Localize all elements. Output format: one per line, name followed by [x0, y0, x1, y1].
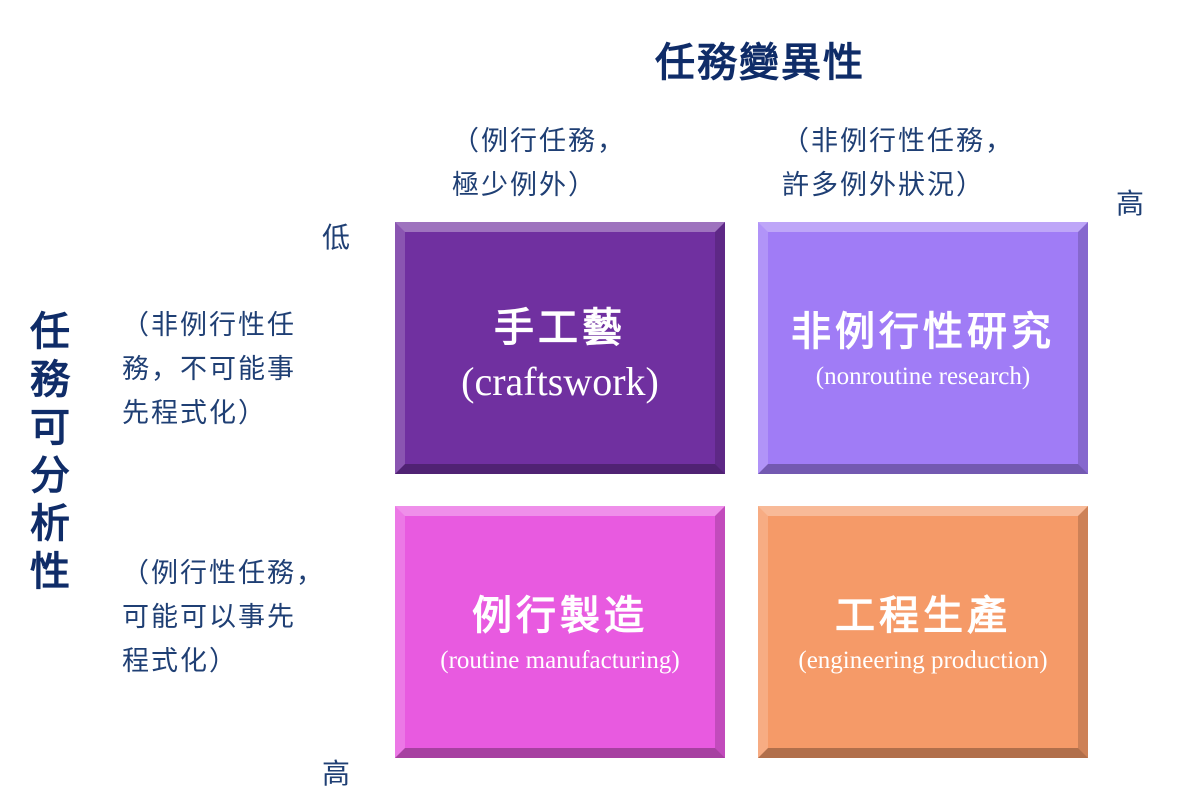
row-description-line: （例行性任務， — [122, 558, 325, 589]
quadrant-title: 非例行性研究 — [791, 308, 1055, 355]
quadrant-engineering-production: 工程生產 (engineering production) — [758, 506, 1088, 758]
quadrant-title: 手工藝 — [494, 304, 626, 351]
left-axis-char: 分 — [30, 452, 70, 499]
row-description-nonroutine: （非例行性任 務，不可能事 先程式化） — [122, 304, 296, 436]
left-axis-char: 任 — [30, 308, 70, 355]
column-description-line: 極少例外） — [452, 170, 597, 201]
quadrant-subtitle: (craftswork) — [461, 359, 659, 404]
row-description-line: 程式化） — [122, 646, 238, 677]
column-description-nonroutine: （非例行性任務， 許多例外狀況） — [782, 120, 1014, 208]
top-axis-title: 任務變異性 — [655, 39, 865, 86]
axis-high-label-top: 高 — [1116, 187, 1145, 220]
left-axis-title: 任 務 可 分 析 性 — [22, 308, 78, 596]
column-description-line: （非例行性任務， — [782, 126, 1014, 157]
left-axis-char: 性 — [30, 548, 70, 595]
left-axis-char: 可 — [30, 404, 70, 451]
left-axis-char: 析 — [30, 500, 70, 547]
column-description-routine: （例行任務， 極少例外） — [452, 120, 626, 208]
column-description-line: 許多例外狀況） — [782, 170, 985, 201]
quadrant-subtitle: (routine manufacturing) — [440, 647, 680, 674]
quadrant-subtitle: (nonroutine research) — [815, 363, 1031, 390]
quadrant-title: 例行製造 — [472, 592, 648, 639]
quadrant-routine-manufacturing: 例行製造 (routine manufacturing) — [395, 506, 725, 758]
row-description-line: 可能可以事先 — [122, 602, 296, 633]
axis-high-label-bottom: 高 — [322, 757, 351, 790]
axis-low-label-left: 低 — [322, 221, 351, 254]
quadrant-craftswork: 手工藝 (craftswork) — [395, 222, 725, 474]
column-description-line: （例行任務， — [452, 126, 626, 157]
row-description-line: 先程式化） — [122, 398, 267, 429]
row-description-routine: （例行性任務， 可能可以事先 程式化） — [122, 552, 325, 684]
row-description-line: （非例行性任 — [122, 310, 296, 341]
quadrant-nonroutine-research: 非例行性研究 (nonroutine research) — [758, 222, 1088, 474]
quadrant-title: 工程生產 — [835, 592, 1011, 639]
left-axis-char: 務 — [30, 356, 70, 403]
row-description-line: 務，不可能事 — [122, 354, 296, 385]
quadrant-subtitle: (engineering production) — [798, 647, 1048, 674]
